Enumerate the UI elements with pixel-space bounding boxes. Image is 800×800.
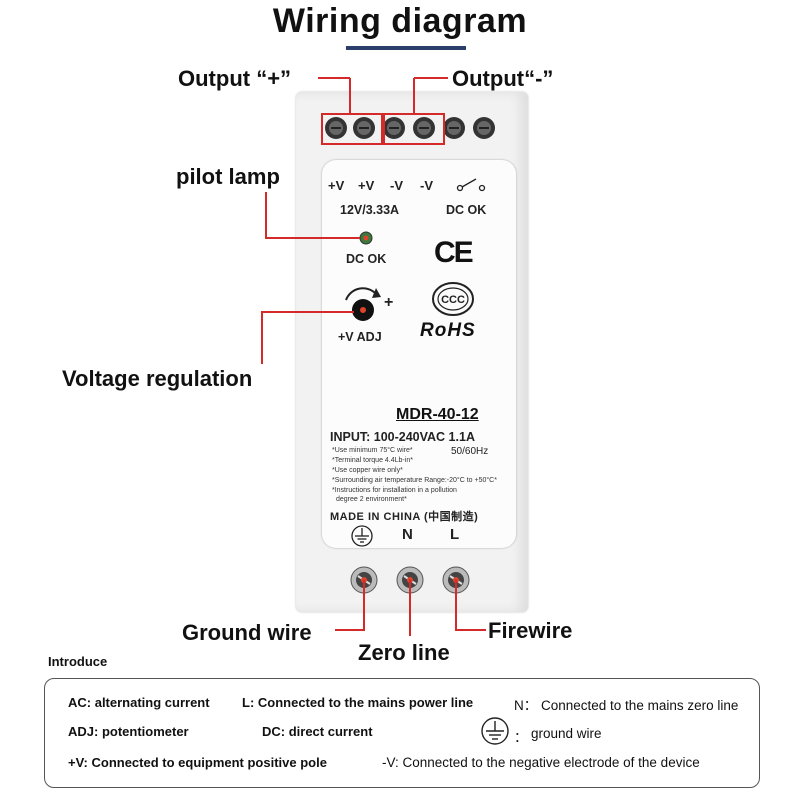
legend-vminus: -V: Connected to the negative electrode … — [382, 755, 700, 770]
terminal-label-vplus-2: +V — [358, 178, 375, 193]
terminal-screw-6 — [473, 117, 495, 139]
rating-label: 12V/3.33A — [340, 203, 400, 217]
line-terminal-label: L — [450, 526, 460, 543]
introduce-heading: Introduce — [48, 654, 108, 669]
bottom-terminal-block — [350, 566, 470, 594]
input-spec: INPUT: 100-240VAC 1.1A — [330, 430, 475, 444]
note-4: *Surrounding air temperature Range:-20°C… — [332, 477, 497, 484]
adj-plus-label: + — [384, 294, 394, 311]
note-2: *Terminal torque 4.4Lb-in* — [332, 457, 413, 464]
relay-switch-icon — [456, 178, 486, 192]
callout-output-plus: Output “+” — [178, 66, 292, 91]
terminal-screw-2 — [353, 117, 375, 139]
note-6: degree 2 environment* — [336, 496, 407, 503]
line-terminal-screw — [442, 566, 470, 594]
terminal-screw-4 — [413, 117, 435, 139]
top-terminal-block — [325, 117, 495, 139]
callout-output-minus: Output“-” — [452, 66, 554, 91]
terminal-screw-1 — [325, 117, 347, 139]
rohs-mark: RoHS — [420, 320, 476, 341]
terminal-screw-5 — [443, 117, 465, 139]
neutral-terminal-label: N — [402, 526, 413, 543]
legend-n: N： Connected to the mains zero line — [514, 698, 739, 713]
legend-adj: ADJ: potentiometer — [68, 724, 189, 739]
potentiometer-icon[interactable] — [338, 284, 388, 330]
legend-ground-sep: ： — [514, 730, 528, 745]
legend-ac: AC: alternating current — [68, 695, 210, 710]
callout-firewire: Firewire — [488, 618, 573, 643]
terminal-label-vminus-2: -V — [420, 178, 433, 193]
frequency-spec: 50/60Hz — [451, 446, 489, 457]
ground-symbol-icon — [351, 525, 373, 547]
legend-box — [44, 678, 760, 788]
title-underline — [346, 46, 466, 50]
legend-ground: ground wire — [531, 726, 602, 741]
terminal-label-vminus-1: -V — [390, 178, 403, 193]
ce-mark: CE — [434, 236, 474, 269]
callout-pilot-lamp: pilot lamp — [176, 164, 280, 189]
ground-terminal-screw — [350, 566, 378, 594]
callout-voltage-regulation: Voltage regulation — [62, 366, 253, 391]
adj-label: +V ADJ — [338, 330, 382, 344]
svg-text:CCC: CCC — [441, 294, 465, 306]
ground-legend-icon — [481, 717, 509, 745]
callout-ground-wire: Ground wire — [182, 620, 312, 645]
led-label: DC OK — [346, 252, 387, 266]
legend-vplus: +V: Connected to equipment positive pole — [68, 755, 327, 770]
note-5: *Instructions for installation in a poll… — [332, 487, 457, 494]
model-number: MDR-40-12 — [396, 406, 479, 423]
legend-dc: DC: direct current — [262, 724, 373, 739]
note-3: *Use copper wire only* — [332, 467, 403, 474]
note-1: *Use minimum 75°C wire* — [332, 447, 413, 454]
terminal-screw-3 — [383, 117, 405, 139]
neutral-terminal-screw — [396, 566, 424, 594]
legend-l: L: Connected to the mains power line — [242, 695, 474, 710]
ccc-mark-icon: CCC — [432, 282, 474, 316]
made-in-label: MADE IN CHINA (中国制造) — [330, 511, 479, 523]
dc-ok-relay-label: DC OK — [446, 203, 487, 217]
dc-ok-led-icon — [359, 231, 373, 245]
terminal-label-vplus-1: +V — [328, 178, 345, 193]
callout-zero-line: Zero line — [358, 640, 450, 665]
page-title: Wiring diagram — [272, 2, 528, 40]
